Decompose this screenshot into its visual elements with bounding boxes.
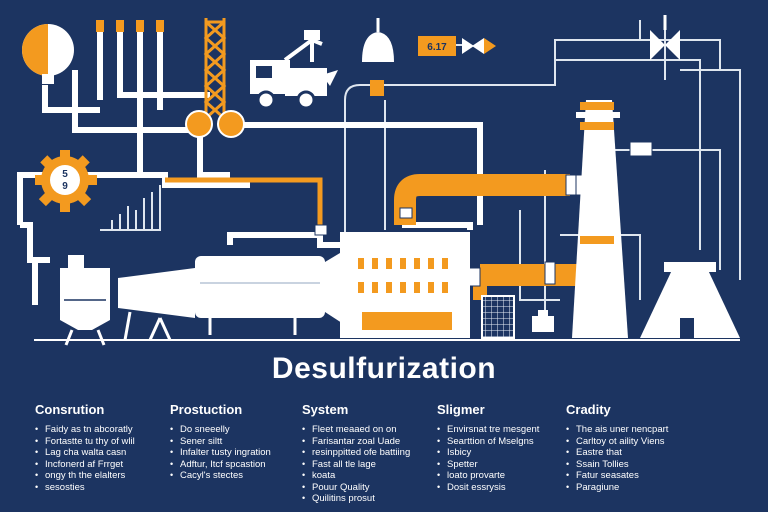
kiln-reactor-icon xyxy=(118,250,345,341)
info-column-2: Prostuction Do sneeelly Sener siltt Infa… xyxy=(170,402,310,482)
gear-icon: 5 9 xyxy=(35,150,97,212)
list-item: Paragiune xyxy=(566,482,706,494)
column-heading: Cradity xyxy=(566,402,611,417)
list-item: Quilitins prosut xyxy=(302,493,442,505)
list-item: Carltoy ot aility Viens xyxy=(566,436,706,448)
list-item: The ais uner nencpart xyxy=(566,424,706,436)
info-column-3: System Fleet meaaed on on Farisantar zoa… xyxy=(302,402,442,505)
stack-pipes-icon xyxy=(96,20,164,32)
list-item: Fleet meaaed on on xyxy=(302,424,442,436)
list-item: Infalter tusty ingration xyxy=(170,447,310,459)
list-item: Farisantar zoal Uade xyxy=(302,436,442,448)
silo-tank-icon xyxy=(60,255,110,346)
gear-label-top: 5 xyxy=(62,169,68,180)
lamp-icon xyxy=(362,18,394,96)
list-item: ongy th the elalters xyxy=(35,470,175,482)
list-item: resinppitted ofe battiing xyxy=(302,447,442,459)
list-item: Fatur seasates xyxy=(566,470,706,482)
column-heading: Sligmer xyxy=(437,402,485,417)
list-item: Cacyl's stectes xyxy=(170,470,310,482)
mini-chart-graphic xyxy=(100,185,161,231)
column-heading: System xyxy=(302,402,349,417)
list-item: Ssain Tollies xyxy=(566,459,706,471)
list-item: Envirsnat tre mesgent xyxy=(437,424,577,436)
butterfly-valve-icon xyxy=(650,15,680,60)
list-item: Pouur Quality xyxy=(302,482,442,494)
main-pipe-network xyxy=(17,30,483,305)
filter-grid-icon xyxy=(481,295,515,339)
globe-tank-icon xyxy=(22,24,74,84)
list-item: Isbicy xyxy=(437,447,577,459)
list-item: Fortastte tu thy of wlil xyxy=(35,436,175,448)
list-item: koata xyxy=(302,470,442,482)
info-column-4: Sligmer Envirsnat tre mesgent Searttion … xyxy=(437,402,577,493)
list-item: Dosit essrysis xyxy=(437,482,577,494)
info-column-5: Cradity The ais uner nencpart Carltoy ot… xyxy=(566,402,706,493)
list-item: sesosties xyxy=(35,482,175,494)
page-title: Desulfurization xyxy=(271,352,497,385)
list-item: Lag cha walta casn xyxy=(35,447,175,459)
list-item: Fast all tle lage xyxy=(302,459,442,471)
column-heading: Consrution xyxy=(35,402,105,417)
pump-icon xyxy=(532,310,554,332)
list-item: Do sneeelly xyxy=(170,424,310,436)
list-item: Spetter xyxy=(437,459,577,471)
smokestack-icon xyxy=(572,100,628,338)
column-heading: Prostuction xyxy=(170,402,243,417)
absorber-building-icon xyxy=(340,232,470,338)
list-item: Sener siltt xyxy=(170,436,310,448)
gear-label-bottom: 9 xyxy=(62,181,68,192)
list-item: Adftur, Itcf spcastion xyxy=(170,459,310,471)
lattice-tower-icon xyxy=(203,18,227,120)
truck-icon xyxy=(250,30,338,110)
list-item: Eastre that xyxy=(566,447,706,459)
cooling-tower-icon xyxy=(640,262,740,338)
list-item: Faidy as tn abcoratly xyxy=(35,424,175,436)
list-item: Searttion of Mselgns xyxy=(437,436,577,448)
status-badge: 6.17 xyxy=(418,36,496,56)
list-item: loato provarte xyxy=(437,470,577,482)
round-valve-icons xyxy=(185,110,245,138)
info-column-1: Consrution Faidy as tn abcoratly Fortast… xyxy=(35,402,175,493)
badge-text: 6.17 xyxy=(427,42,447,53)
list-item: Incfonerd af Frrget xyxy=(35,459,175,471)
